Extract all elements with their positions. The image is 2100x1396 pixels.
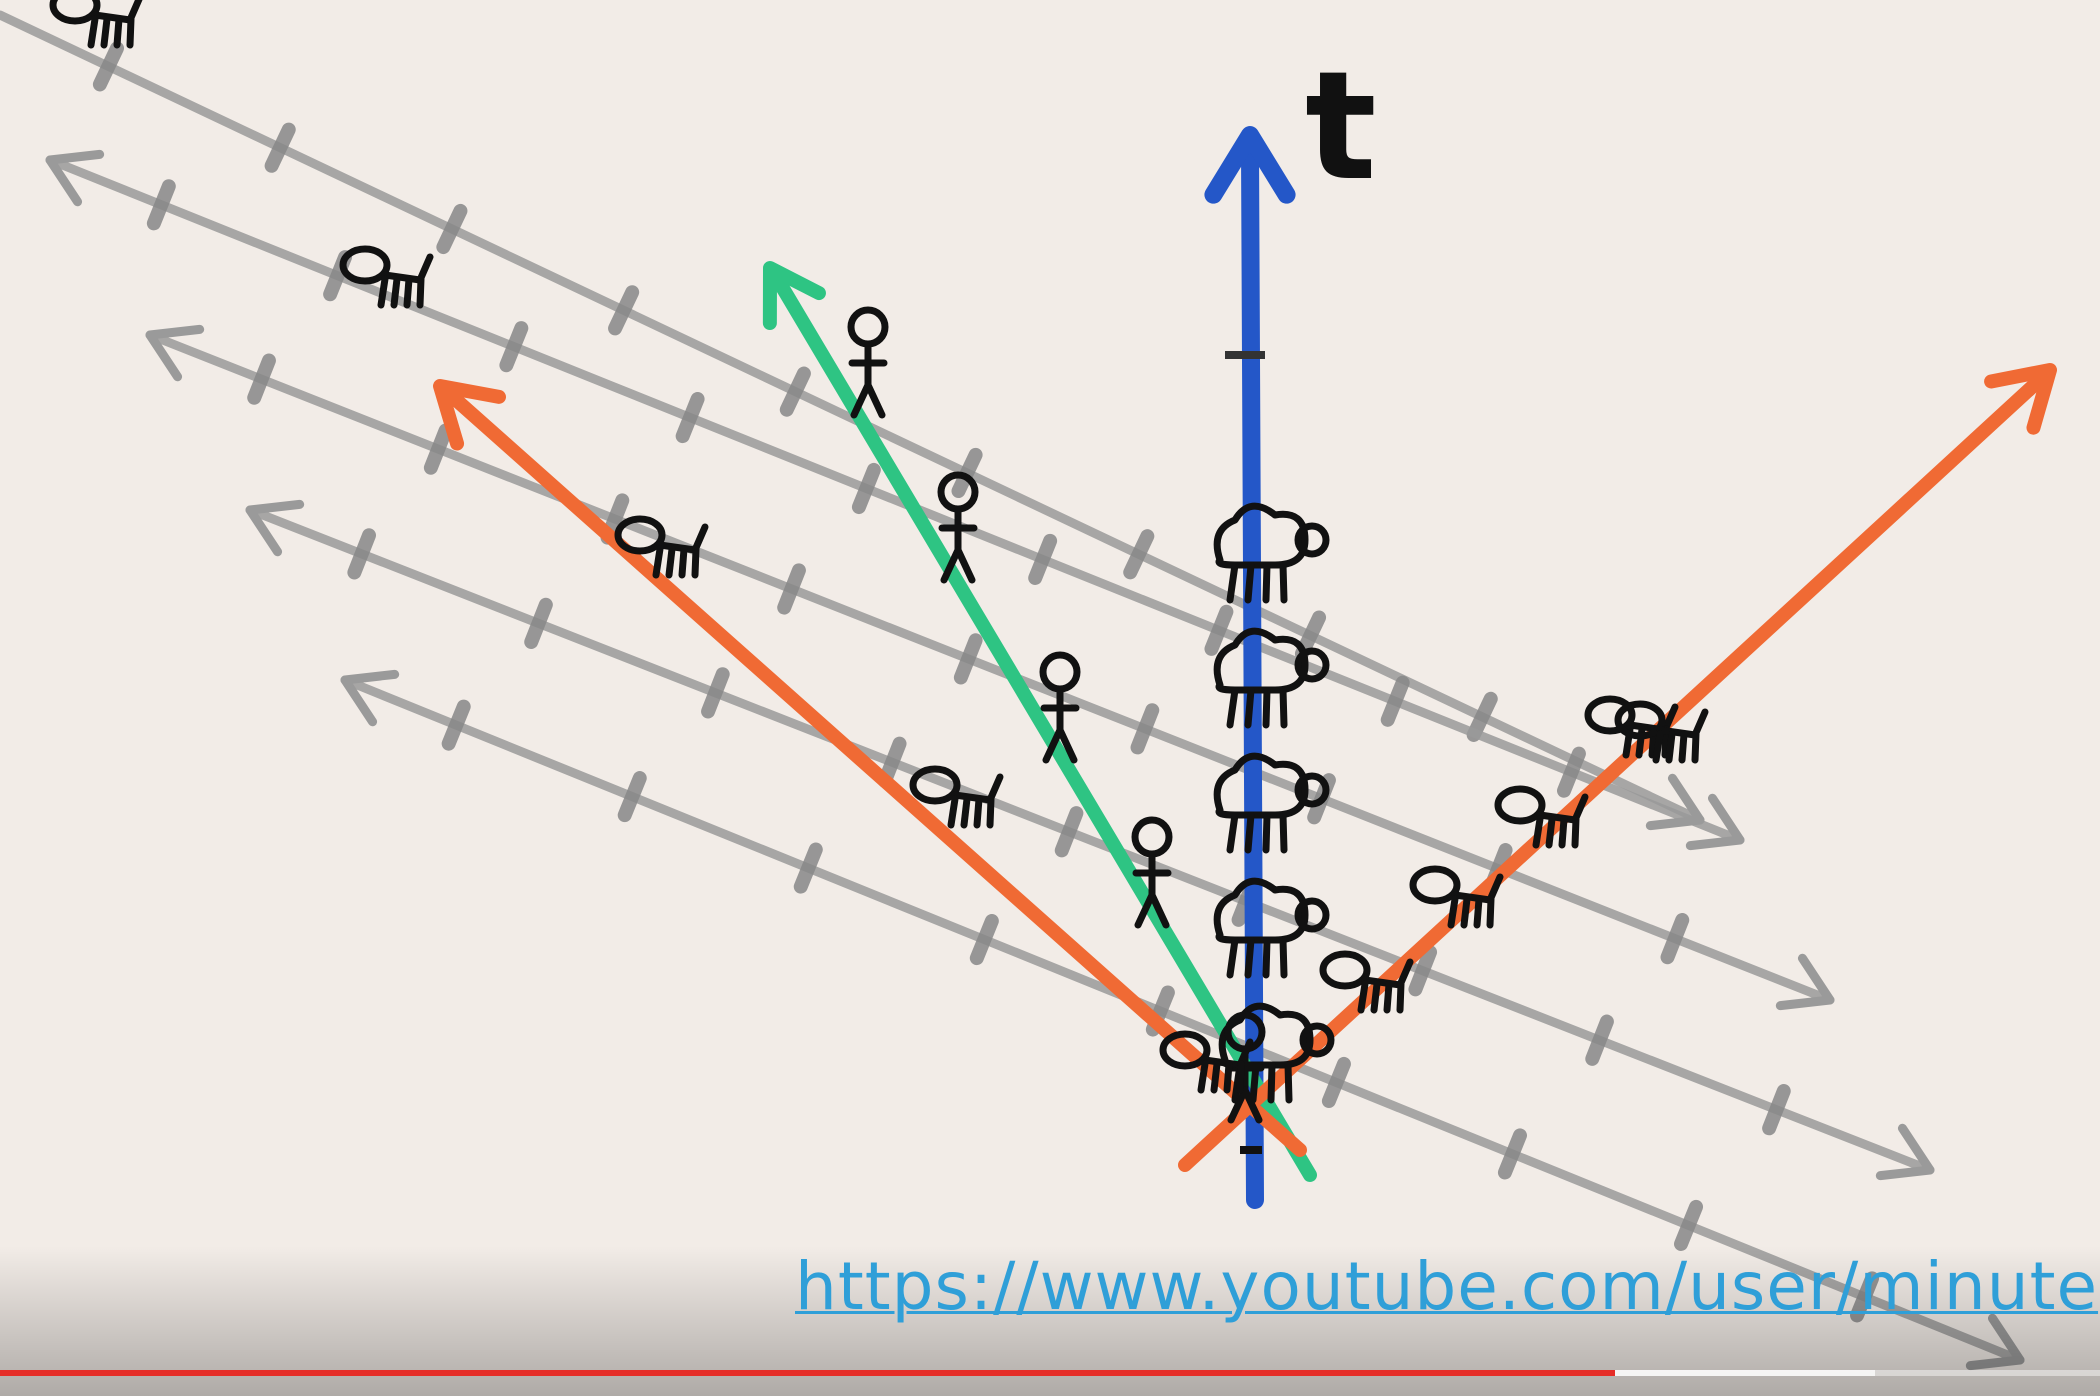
grey-tick xyxy=(506,328,521,365)
progress-bar[interactable] xyxy=(0,1370,2100,1376)
grey-tick xyxy=(1329,1064,1344,1101)
progress-played xyxy=(0,1370,1615,1376)
grey-line xyxy=(250,510,1930,1170)
grey-tick xyxy=(625,778,640,815)
grey-tick xyxy=(784,570,799,607)
grey-tick xyxy=(1592,1022,1607,1059)
grey-tick xyxy=(1130,536,1147,572)
grey-tick xyxy=(531,605,546,642)
grey-tick xyxy=(1681,1207,1696,1244)
grey-tick xyxy=(431,430,446,467)
grey-simultaneity-lines xyxy=(0,15,2020,1366)
grey-tick xyxy=(1062,813,1077,850)
grey-tick xyxy=(1505,1135,1520,1172)
dog-figure xyxy=(53,0,140,45)
grey-tick xyxy=(272,130,289,166)
grey-tick xyxy=(977,921,992,958)
grey-line xyxy=(50,160,1740,840)
grey-tick xyxy=(801,850,816,887)
grey-tick xyxy=(708,674,723,711)
grey-tick xyxy=(1769,1091,1784,1128)
worldlines xyxy=(440,135,2050,1200)
grey-tick xyxy=(859,470,874,507)
grey-tick xyxy=(100,48,117,84)
grey-tick xyxy=(787,374,804,410)
sheep-figure xyxy=(1217,756,1326,850)
sheep-figure xyxy=(1217,881,1326,975)
grey-tick xyxy=(1388,683,1403,720)
grey-tick xyxy=(1035,541,1050,578)
grey-tick xyxy=(961,640,976,677)
sheep-figure xyxy=(1217,506,1326,600)
grey-tick xyxy=(1668,920,1683,957)
grey-tick xyxy=(1138,710,1153,747)
grey-line xyxy=(0,15,1700,820)
figures xyxy=(53,0,1705,1120)
grey-tick xyxy=(154,186,169,223)
grey-tick xyxy=(354,535,369,572)
grey-tick xyxy=(443,211,460,247)
grey-tick xyxy=(683,399,698,436)
grey-tick xyxy=(615,292,632,328)
grey-tick xyxy=(449,707,464,744)
grey-line xyxy=(150,335,1830,1000)
time-axis-label: t xyxy=(1305,40,1377,214)
grey-tick xyxy=(254,361,269,398)
url-overlay-link[interactable]: https://www.youtube.com/user/minute xyxy=(795,1248,2098,1325)
grey-tick xyxy=(1211,612,1226,649)
